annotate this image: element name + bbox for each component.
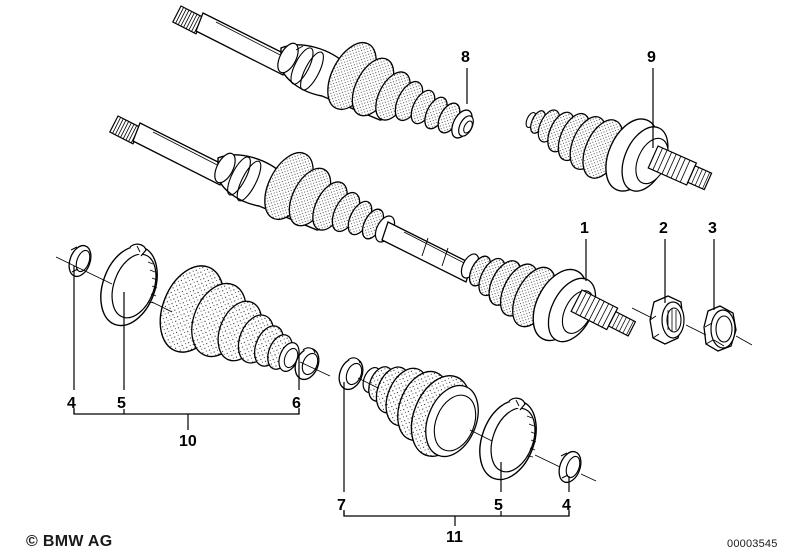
part-8-cv-joint-outer (172, 5, 474, 139)
callout-label-9: 9 (647, 49, 656, 66)
callout-label-6: 6 (292, 395, 301, 412)
callout-label-1: 1 (580, 220, 589, 237)
part-2-collar-nut (649, 295, 685, 345)
callout-label-4: 4 (562, 497, 571, 514)
part-3-lock-washer (703, 305, 737, 352)
part-9-cv-joint-inner (525, 109, 713, 192)
callout-label-7: 7 (337, 497, 346, 514)
part-10-bellows-boot (159, 265, 300, 372)
part-4-clamp-small-right (558, 450, 582, 484)
callout-label-2: 2 (659, 220, 668, 237)
part-11-bellows-boot (362, 366, 479, 458)
axis-line-kit-10 (55, 256, 331, 377)
callout-label-3: 3 (708, 220, 717, 237)
part-5-clamp-large-right (479, 397, 537, 481)
axis-line-kit-11 (357, 377, 597, 482)
callout-label-5: 5 (117, 395, 126, 412)
callout-label-5: 5 (494, 497, 503, 514)
group-bracket-bars (73, 408, 570, 526)
part-5-clamp-large-left (100, 243, 158, 327)
callout-label-11: 11 (446, 529, 463, 546)
part-1-drive-shaft-assembly (109, 115, 637, 343)
copyright-notice: © BMW AG (26, 533, 113, 550)
callout-label-10: 10 (179, 433, 197, 450)
callout-label-4: 4 (67, 395, 76, 412)
diagram-number: 00003545 (727, 538, 778, 550)
callout-leader-lines (73, 68, 715, 492)
axis-line-outer-assembly (631, 307, 753, 346)
callout-label-8: 8 (461, 49, 470, 66)
part-6-clamp-small-right (294, 347, 320, 381)
part-7-clamp-small (338, 357, 364, 391)
